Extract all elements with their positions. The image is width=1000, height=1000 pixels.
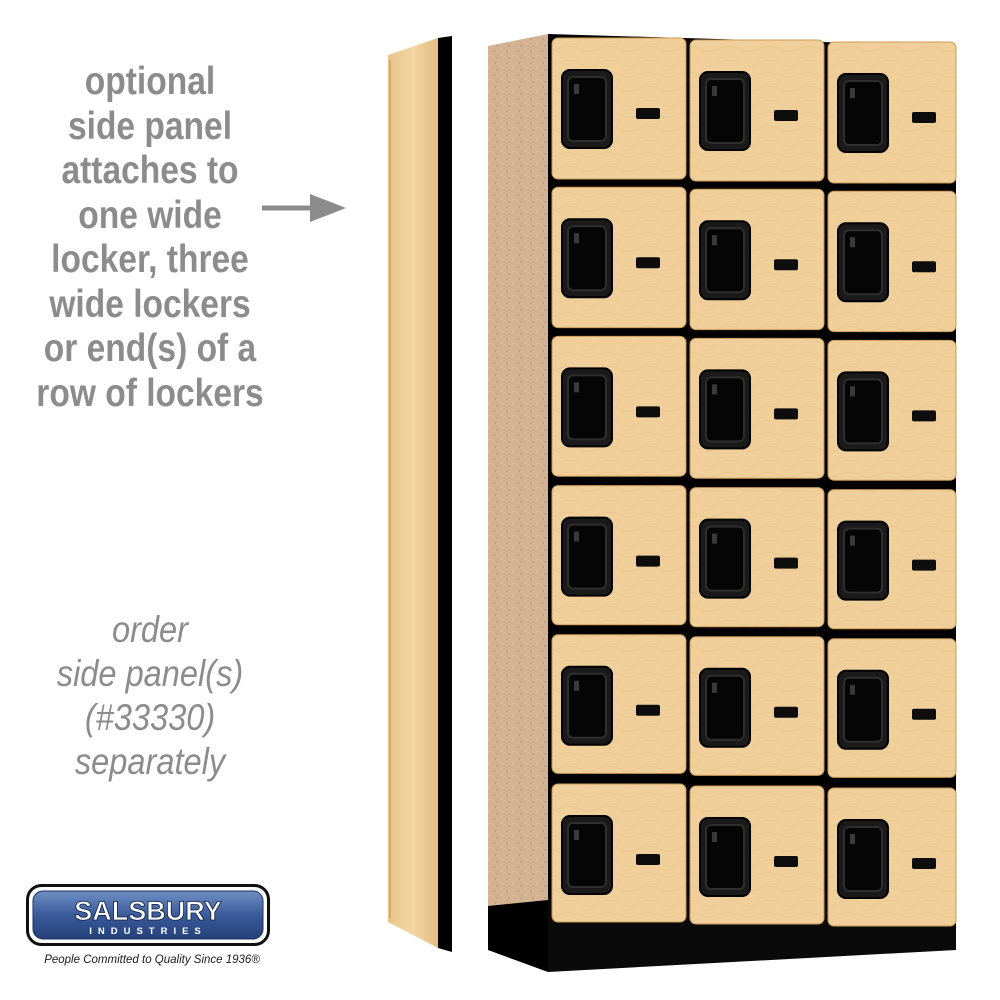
- lock-slot-icon: [774, 856, 798, 867]
- recessed-handle-icon: [561, 218, 613, 299]
- locker-door: [827, 190, 957, 333]
- lock-slot-icon: [912, 858, 936, 869]
- recessed-handle-icon: [837, 520, 889, 601]
- locker-door: [689, 188, 825, 331]
- locker-product-illustration: [388, 34, 957, 972]
- recessed-handle-icon: [837, 371, 889, 452]
- recessed-handle-icon: [699, 220, 751, 301]
- locker-door: [827, 339, 957, 481]
- caption-line: side panel: [67, 104, 233, 148]
- caption-line: optional: [84, 60, 216, 103]
- locker-door: [551, 783, 687, 923]
- order-note: order side panel(s) (#33330) separately: [0, 608, 300, 784]
- side-panel-caption: optional side panel attaches to one wide…: [0, 60, 300, 416]
- caption-line: row of lockers: [36, 371, 264, 415]
- caption-line: wide lockers: [49, 282, 251, 326]
- caption-line: attaches to: [61, 149, 239, 192]
- lock-slot-icon: [912, 112, 936, 123]
- locker-door: [551, 335, 687, 477]
- locker-door: [689, 39, 825, 182]
- logo-subtitle: INDUSTRIES: [89, 926, 207, 937]
- recessed-handle-icon: [699, 518, 751, 599]
- lock-slot-icon: [636, 257, 660, 269]
- logo-wordmark: SALSBURY: [74, 896, 222, 926]
- recessed-handle-icon: [561, 516, 613, 597]
- recessed-handle-icon: [837, 669, 889, 750]
- locker-unit: [488, 34, 957, 972]
- caption-line: or end(s) of a: [43, 327, 257, 370]
- locker-door: [551, 485, 687, 626]
- order-note-line: (#33330): [84, 697, 216, 738]
- optional-side-panel: [388, 36, 452, 952]
- lock-slot-icon: [636, 854, 660, 865]
- recessed-handle-icon: [699, 817, 751, 897]
- recessed-handle-icon: [699, 71, 751, 151]
- recessed-handle-icon: [561, 815, 613, 895]
- recessed-handle-icon: [561, 665, 613, 746]
- lock-slot-icon: [912, 261, 936, 273]
- lock-slot-icon: [774, 408, 798, 420]
- locker-door: [551, 37, 687, 180]
- locker-door: [551, 634, 687, 774]
- order-note-line: order: [111, 609, 189, 650]
- lock-slot-icon: [636, 108, 660, 119]
- lock-slot-icon: [636, 555, 660, 567]
- lock-slot-icon: [912, 410, 936, 422]
- lock-slot-icon: [912, 559, 936, 571]
- recessed-handle-icon: [561, 367, 613, 448]
- locker-door: [689, 337, 825, 479]
- caption-line: one wide: [78, 193, 222, 237]
- recessed-handle-icon: [837, 222, 889, 303]
- arrow-right-icon: [262, 194, 346, 222]
- locker-door: [827, 489, 957, 630]
- lock-slot-icon: [636, 406, 660, 418]
- locker-door: [827, 638, 957, 778]
- lock-slot-icon: [774, 557, 798, 569]
- order-note-line: side panel(s): [56, 653, 244, 694]
- locker-door: [551, 186, 687, 329]
- lock-slot-icon: [774, 110, 798, 121]
- locker-door: [827, 41, 957, 184]
- recessed-handle-icon: [561, 69, 613, 149]
- locker-door: [689, 636, 825, 776]
- lock-slot-icon: [774, 259, 798, 271]
- lock-slot-icon: [774, 706, 798, 718]
- recessed-handle-icon: [699, 369, 751, 450]
- locker-door: [689, 487, 825, 628]
- recessed-handle-icon: [699, 667, 751, 748]
- recessed-handle-icon: [837, 819, 889, 899]
- order-note-line: separately: [74, 741, 226, 782]
- salsbury-logo: SALSBURY INDUSTRIES: [26, 884, 270, 946]
- logo-tagline: People Committed to Quality Since 1936®: [44, 954, 260, 966]
- lock-slot-icon: [912, 708, 936, 720]
- locker-doors: [551, 37, 957, 927]
- recessed-handle-icon: [837, 73, 889, 153]
- locker-door: [827, 787, 957, 927]
- caption-line: locker, three: [51, 238, 249, 281]
- locker-door: [689, 785, 825, 925]
- lock-slot-icon: [636, 704, 660, 716]
